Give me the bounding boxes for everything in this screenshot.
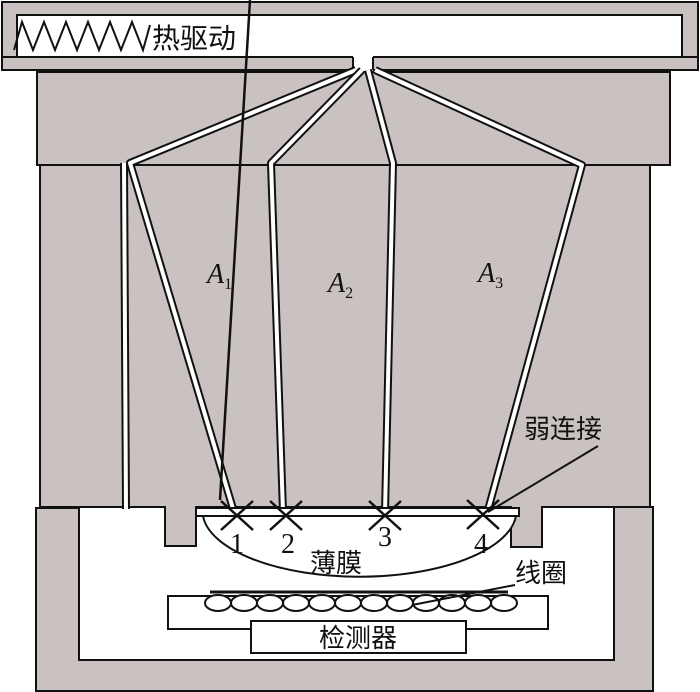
point-2: 2 xyxy=(281,529,295,560)
thermal-drive-label: 热驱动 xyxy=(152,22,236,55)
weak-link-label: 弱连接 xyxy=(524,415,602,445)
membrane-plate xyxy=(195,507,520,517)
beams xyxy=(126,66,586,514)
region-a2: A2 xyxy=(326,268,353,302)
coil-leader xyxy=(411,584,516,606)
region-a1: A1 xyxy=(205,259,232,293)
point-1: 1 xyxy=(230,529,244,560)
detector-label: 检测器 xyxy=(319,624,397,654)
coil-turns xyxy=(204,594,518,612)
point-4: 4 xyxy=(474,529,488,560)
outer-housing xyxy=(35,506,654,692)
coil-label: 线圈 xyxy=(515,559,567,589)
region-a3: A3 xyxy=(476,258,503,292)
cross-icon xyxy=(218,0,252,501)
thermal-drive-window xyxy=(16,14,683,58)
point-3: 3 xyxy=(378,522,392,553)
upper-block xyxy=(36,71,671,166)
weak-link-crosses xyxy=(218,0,252,501)
heater-zigzag-icon xyxy=(13,18,151,54)
membrane xyxy=(201,515,518,578)
membrane-label: 薄膜 xyxy=(310,549,362,579)
main-body xyxy=(39,164,651,548)
detector-box xyxy=(250,620,467,654)
weak-link-leader xyxy=(487,445,599,513)
